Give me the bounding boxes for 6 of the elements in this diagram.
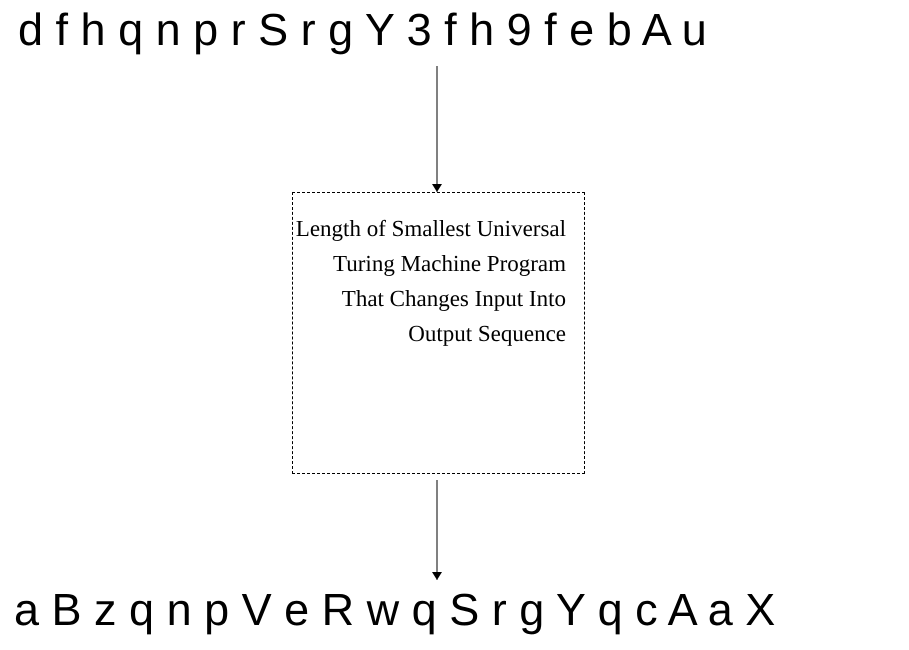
arrow (432, 66, 442, 192)
process-box (292, 192, 585, 474)
arrow (432, 480, 442, 580)
input-sequence: d f h q n p r S r g Y 3 f h 9 f e b A u (18, 3, 707, 57)
output-sequence: a B z q n p V e R w q S r g Y q c A a X (14, 583, 776, 637)
box-text: Length of Smallest Universal Turing Machine Program That Changes Input Into Output Sequence (294, 215, 566, 348)
